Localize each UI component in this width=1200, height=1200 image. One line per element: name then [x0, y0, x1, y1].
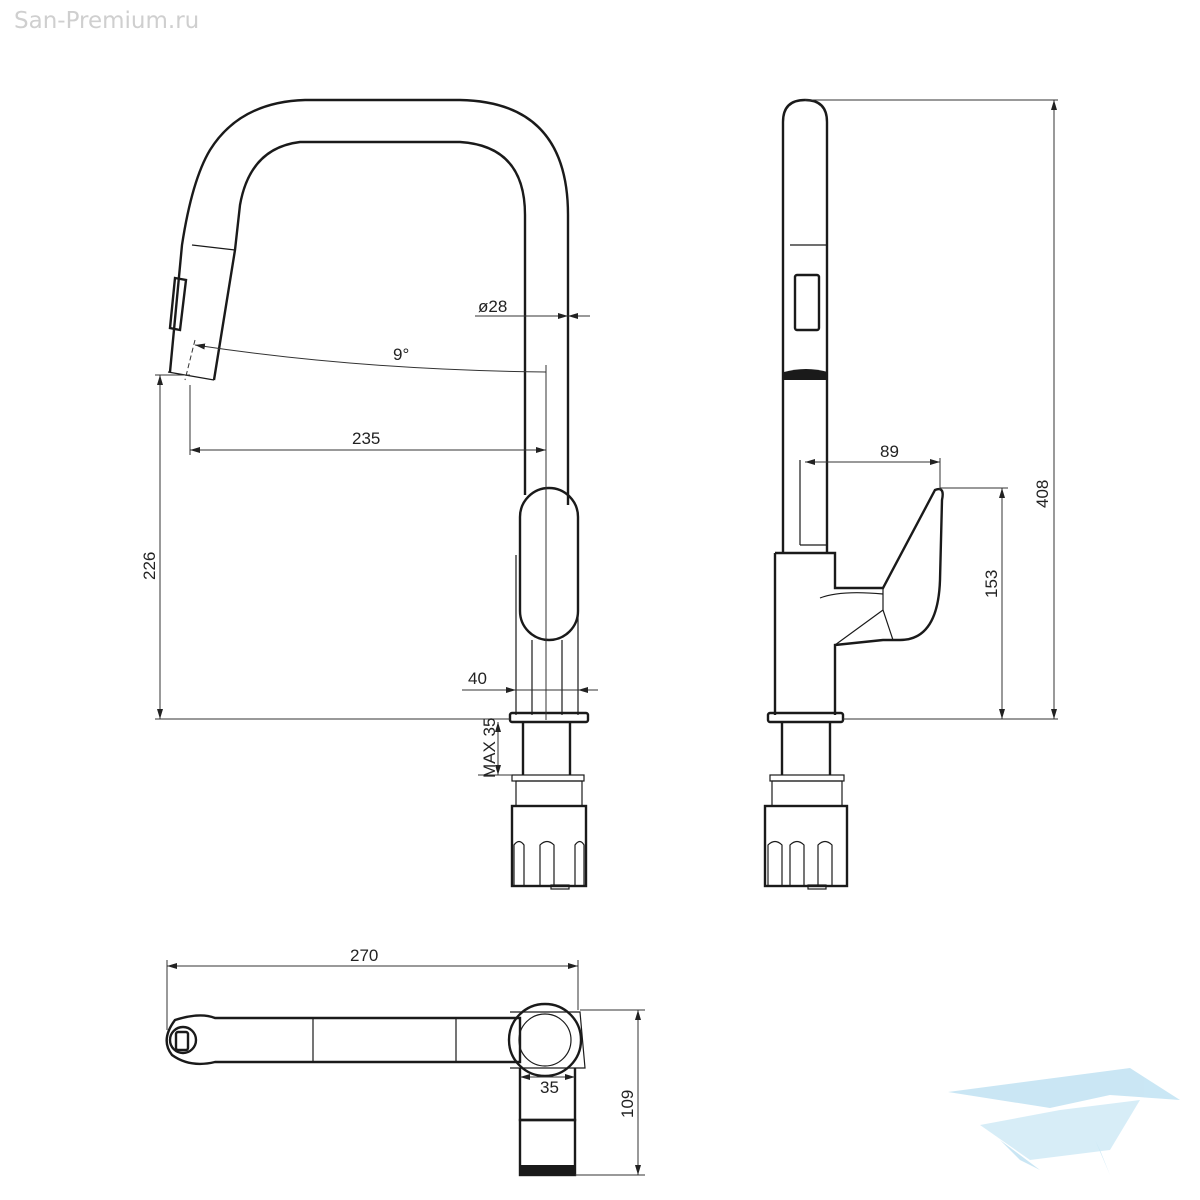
dim-handle-reach: 89 — [880, 442, 899, 461]
watermark-logo — [948, 1068, 1180, 1175]
dim-spout-angle: 9° — [393, 345, 409, 364]
dim-body-width: 40 — [468, 669, 487, 688]
watermark: San-Premium.ru — [14, 8, 200, 34]
dim-handle-height: 153 — [982, 570, 1001, 598]
dim-spout-diameter: ø28 — [478, 297, 507, 316]
side-dimensions: 408 153 89 — [805, 99, 1058, 720]
dim-depth: 109 — [618, 1090, 637, 1118]
dim-reach: 235 — [352, 429, 380, 448]
dim-total-height: 408 — [1033, 480, 1052, 508]
dim-total-length: 270 — [350, 946, 378, 965]
side-view — [763, 98, 944, 890]
front-view — [167, 98, 590, 890]
dim-shank-diameter: 35 — [540, 1078, 559, 1097]
top-view — [165, 1002, 586, 1177]
dim-max-mount: MAX 35 — [480, 718, 499, 778]
top-dimensions: 270 109 35 — [166, 946, 645, 1176]
dim-spout-height: 226 — [140, 552, 159, 580]
front-dimensions: ø28 9° 235 226 40 MAX 35 — [140, 297, 598, 778]
